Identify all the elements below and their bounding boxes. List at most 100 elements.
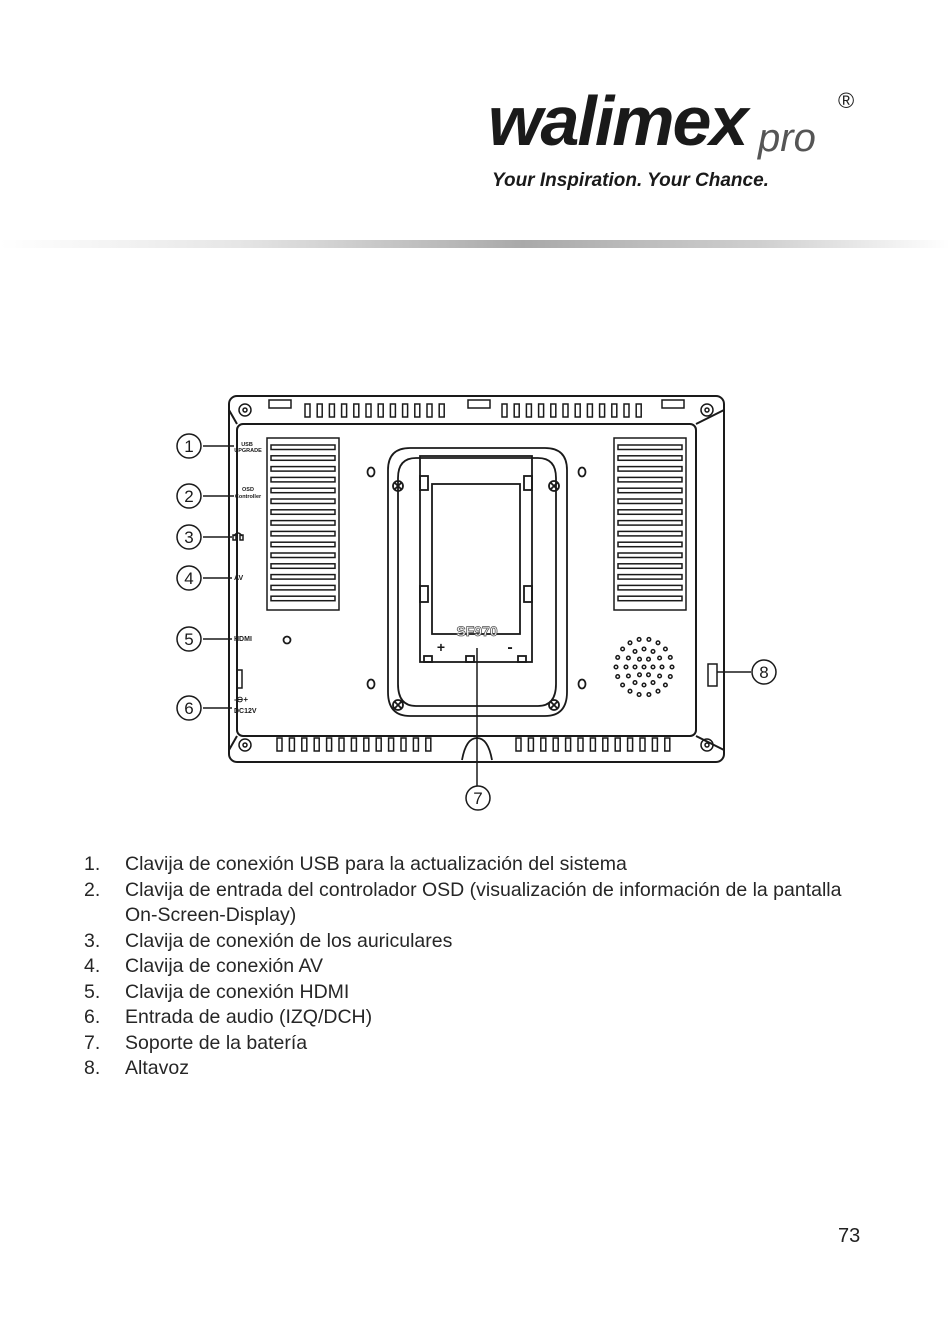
- speaker-hole: [650, 648, 656, 654]
- vent-slot: [412, 737, 420, 752]
- grille-slot: [270, 584, 336, 591]
- speaker-hole: [659, 664, 665, 670]
- list-item-number: 7.: [84, 1031, 101, 1054]
- monitor-back-diagram: SF970 + - USB UPGRADE OSD Controller AV …: [176, 395, 777, 811]
- speaker-hole: [641, 682, 647, 688]
- grille-slot: [270, 573, 336, 580]
- grille-slot: [270, 509, 336, 516]
- speaker-hole: [655, 688, 661, 694]
- list-item-number: 1.: [84, 853, 101, 875]
- grille-slot: [617, 573, 683, 580]
- vent-tab: [268, 399, 292, 409]
- vent-slot: [316, 403, 323, 418]
- page-number: 73: [838, 1225, 861, 1247]
- header-divider: [0, 240, 950, 248]
- vent-slot: [611, 403, 618, 418]
- speaker-hole: [632, 648, 638, 654]
- list-item-number: 2.: [84, 878, 101, 901]
- grille-slot: [617, 444, 683, 451]
- vent-slot: [288, 737, 296, 752]
- vent-slot: [537, 403, 545, 418]
- list-item-number: 5.: [84, 980, 101, 1003]
- grille-slot: [270, 465, 336, 472]
- grille-slot: [617, 519, 683, 526]
- speaker-hole: [636, 636, 642, 642]
- list-item-number: 8.: [84, 1057, 101, 1079]
- vent-slot: [525, 403, 533, 418]
- vent-slot: [375, 737, 382, 752]
- list-item-text: Entrada de audio (IZQ/DCH): [125, 1006, 373, 1028]
- speaker-hole: [636, 692, 642, 698]
- vent-slot: [313, 737, 320, 752]
- speaker-hole: [641, 646, 647, 652]
- port-label-osd-2: Controller: [235, 494, 262, 500]
- vent-slot: [276, 737, 283, 752]
- side-jack: [707, 663, 718, 687]
- grille-slot: [617, 476, 683, 483]
- speaker-hole: [625, 655, 631, 661]
- list-item: 8. Altavoz: [84, 1056, 864, 1082]
- speaker-grille: [613, 636, 675, 698]
- speaker-hole: [613, 664, 619, 670]
- grille-slot: [270, 595, 336, 602]
- list-item-text: Soporte de la batería: [125, 1031, 308, 1054]
- vent-slot: [513, 403, 520, 418]
- speaker-hole: [623, 664, 629, 670]
- list-item-text: Clavija de conexión HDMI: [125, 980, 350, 1003]
- logo-pro: pro: [758, 116, 816, 160]
- vent-slot: [426, 403, 433, 418]
- grille-slot: [270, 541, 336, 548]
- grille-slot: [270, 552, 336, 559]
- grille-slot: [617, 465, 683, 472]
- speaker-hole: [650, 664, 656, 670]
- speaker-hole: [632, 680, 638, 686]
- vent-slot: [425, 737, 432, 752]
- list-item-number: 3.: [84, 929, 101, 952]
- vent-slot: [623, 403, 630, 418]
- vent-slot: [602, 737, 609, 752]
- callout-6: 6: [184, 699, 193, 718]
- vent-slot: [626, 737, 634, 752]
- vent-slot: [540, 737, 547, 752]
- callout-7: 7: [473, 789, 482, 808]
- grille-slot: [270, 563, 336, 570]
- vent-slot: [639, 737, 646, 752]
- port-label-usb-1: USB: [241, 442, 253, 448]
- vent-slot: [577, 737, 584, 752]
- grille-slot: [617, 498, 683, 505]
- list-item-text: Clavija de conexión AV: [125, 955, 324, 977]
- vent-slot: [438, 403, 445, 418]
- vent-slot: [550, 403, 557, 418]
- list-item-text: Clavija de conexión de los auriculares: [125, 929, 453, 952]
- right-grille: [613, 437, 687, 611]
- list-item-text: Altavoz: [125, 1057, 189, 1079]
- grille-slot: [617, 509, 683, 516]
- vent-slot: [304, 403, 311, 418]
- list-item: 6. Entrada de audio (IZQ/DCH): [84, 1005, 864, 1031]
- list-item-text: Clavija de entrada del controlador OSD (…: [125, 878, 842, 927]
- vent-slot: [614, 737, 621, 752]
- vent-slot: [414, 403, 421, 418]
- vent-slot: [363, 737, 370, 752]
- battery-plus: +: [437, 639, 445, 655]
- speaker-hole: [650, 680, 656, 686]
- vent-slot: [574, 403, 581, 418]
- tagline: Your Inspiration. Your Chance.: [492, 170, 769, 191]
- speaker-hole: [657, 655, 663, 661]
- speaker-hole: [645, 672, 652, 678]
- list-item: 7. Soporte de la batería: [84, 1031, 864, 1057]
- grille-slot: [617, 487, 683, 494]
- vent-slot: [353, 403, 360, 418]
- callout-4: 4: [184, 569, 193, 588]
- port-label-dc-symbol: -⊖+: [234, 695, 248, 704]
- grille-slot: [270, 498, 336, 505]
- speaker-hole: [667, 674, 673, 680]
- list-item-number: 6.: [84, 1006, 101, 1028]
- vent-slot: [515, 737, 522, 752]
- callout-1: 1: [184, 437, 193, 456]
- grille-slot: [617, 530, 683, 537]
- vent-tab: [467, 399, 491, 409]
- speaker-hole: [662, 682, 668, 688]
- speaker-hole: [636, 672, 643, 678]
- vent-slot: [552, 737, 559, 752]
